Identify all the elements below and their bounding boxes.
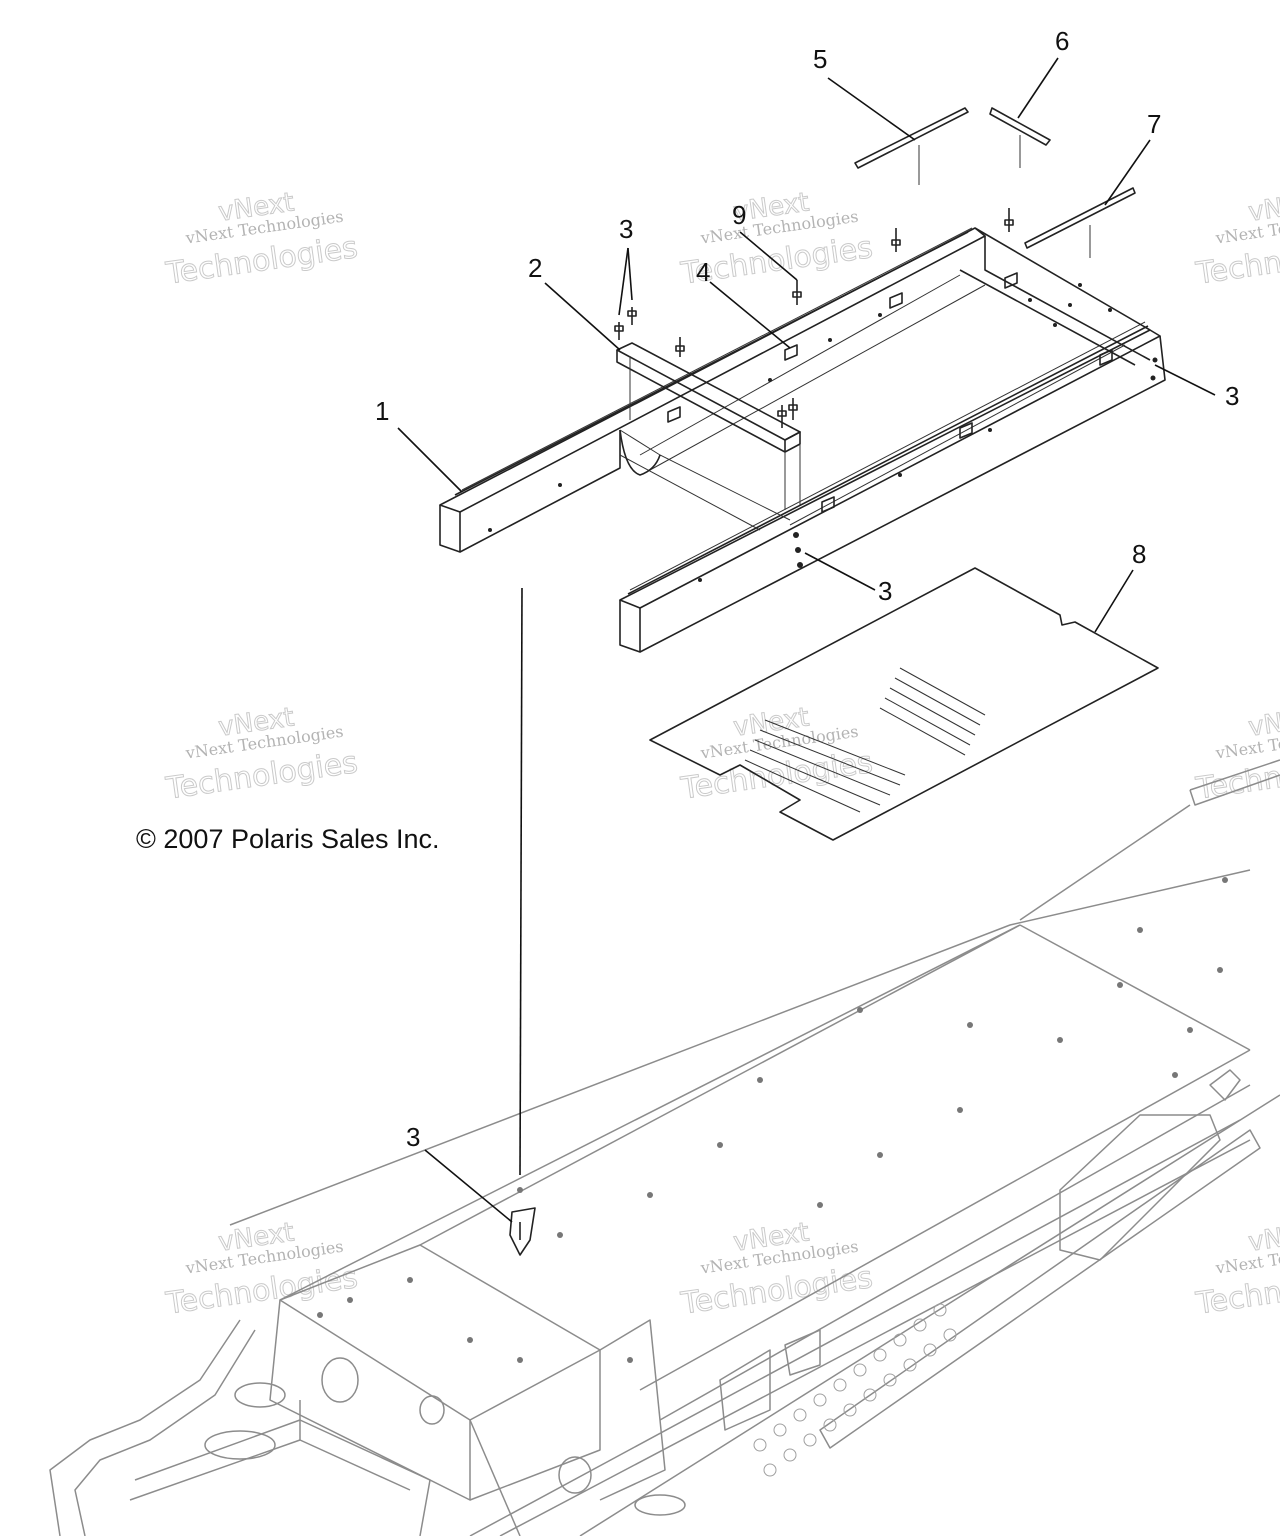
strip-6 — [989, 107, 1051, 146]
callout-2: 2 — [528, 253, 542, 283]
strips — [854, 107, 1136, 258]
callout-9: 9 — [732, 200, 746, 230]
callout-5: 5 — [813, 44, 827, 74]
copyright-notice: © 2007 Polaris Sales Inc. — [136, 824, 440, 854]
chassis-tunnel — [49, 759, 1280, 1536]
rack-holes — [488, 283, 1158, 582]
watermark-vnext-te: vNext Te — [1213, 734, 1280, 763]
strip-5 — [854, 107, 969, 169]
strip-7 — [1024, 187, 1136, 249]
watermark-techn: Techn — [1193, 245, 1280, 292]
watermark-techn: Techn — [1193, 1275, 1280, 1322]
rack-frame — [439, 227, 1166, 653]
callout-labels: 1 2 3 3 3 3 3 4 5 6 7 8 9 — [375, 26, 1239, 1152]
tunnel-decal — [509, 1207, 536, 1256]
callout-3-bottom: 3 — [406, 1122, 420, 1152]
callout-7: 7 — [1147, 109, 1161, 139]
floor-pad — [649, 567, 1159, 841]
watermark-vnext-te: vNext Te — [1213, 1249, 1280, 1278]
callout-3-right: 3 — [1225, 381, 1239, 411]
leader-lines — [397, 57, 1216, 1223]
watermark-techn: Techn — [1193, 760, 1280, 807]
callout-4: 4 — [696, 257, 710, 287]
chassis-holes — [317, 877, 1228, 1363]
callout-1: 1 — [375, 396, 389, 426]
callout-3-top: 3 — [619, 214, 633, 244]
callout-3-mid: 3 — [878, 576, 892, 606]
fasteners — [614, 208, 1014, 428]
callout-8: 8 — [1132, 539, 1146, 569]
callout-6: 6 — [1055, 26, 1069, 56]
watermark-vnext-te: vNext Te — [1213, 219, 1280, 248]
